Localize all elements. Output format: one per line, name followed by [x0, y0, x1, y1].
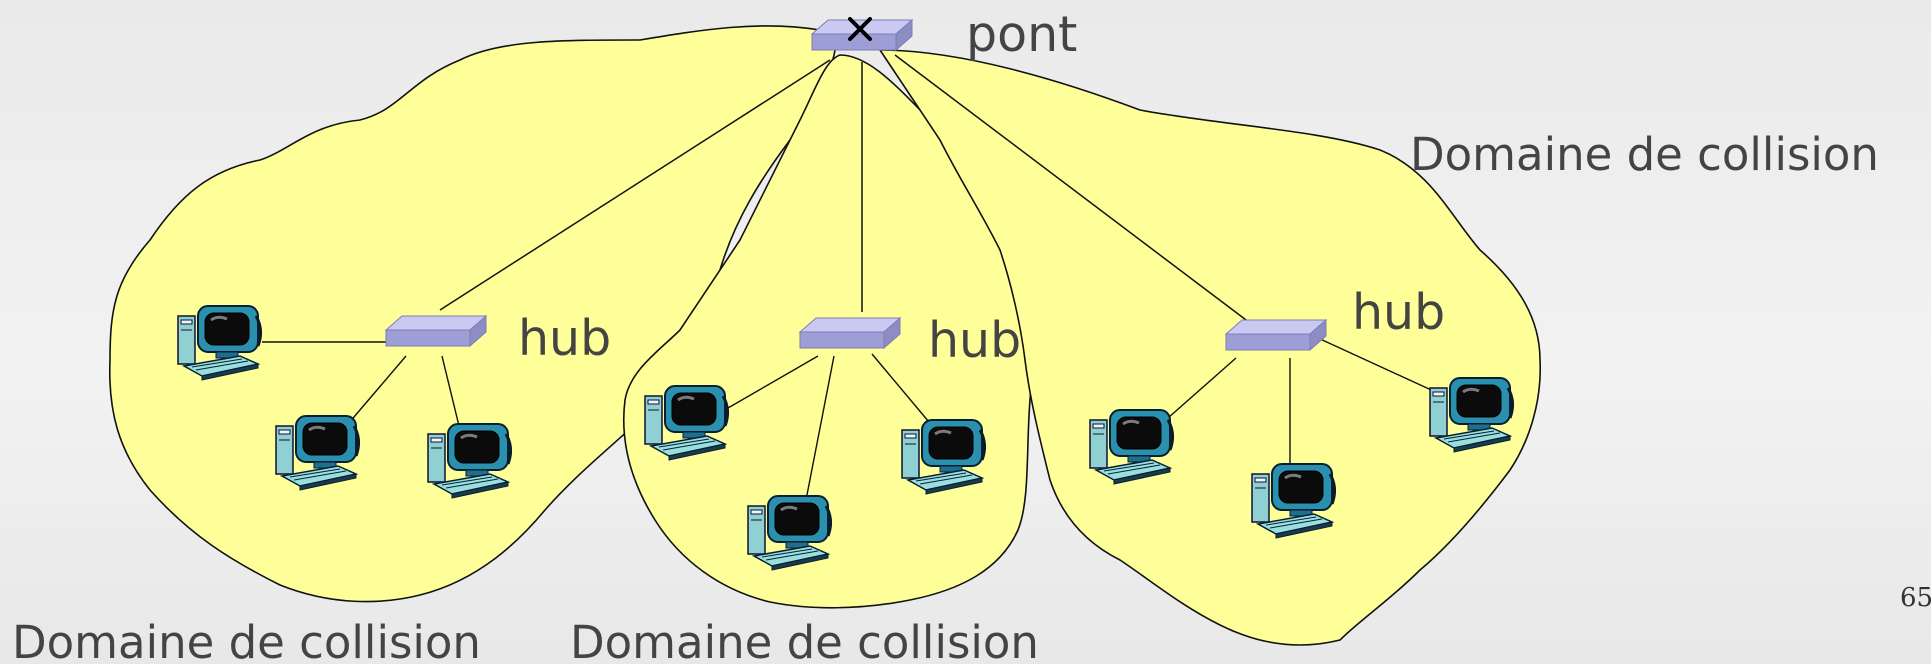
hub-device-left — [385, 315, 487, 347]
bridge-x-icon — [848, 17, 872, 41]
link-hub-middle-pc-1 — [727, 355, 819, 409]
computer-icon — [274, 414, 361, 492]
link-hub-middle-pc-3 — [871, 353, 935, 429]
computer-icon — [643, 384, 730, 462]
collision-domain-label-right: Domaine de collision — [1410, 128, 1879, 181]
hub-label-left: hub — [518, 310, 612, 367]
hub-label-right: hub — [1352, 284, 1446, 341]
bridge-label: pont — [966, 6, 1078, 63]
computer-icon — [1088, 408, 1175, 486]
link-hub-right-pc-3 — [1317, 337, 1441, 395]
hub-device-right — [1225, 319, 1327, 351]
bridge-device — [811, 17, 913, 51]
link-hub-middle-pc-2 — [805, 355, 835, 501]
page-number: 65 — [1900, 583, 1931, 613]
computer-icon — [426, 422, 513, 500]
computer-icon — [1250, 462, 1337, 540]
link-bridge-hub-right — [894, 54, 1263, 333]
computer-icon — [1428, 376, 1515, 454]
computer-icon — [746, 494, 833, 572]
hub-label-middle: hub — [928, 312, 1022, 369]
hub-device-middle — [799, 317, 901, 349]
collision-domain-label-left: Domaine de collision — [12, 616, 481, 664]
link-bridge-hub-left — [439, 59, 831, 311]
link-hub-left-pc-3 — [441, 355, 461, 431]
computer-icon — [176, 304, 263, 382]
computer-icon — [900, 418, 987, 496]
link-hub-left-pc-2 — [347, 355, 407, 425]
collision-domain-right — [878, 49, 1542, 646]
collision-domain-label-middle: Domaine de collision — [570, 616, 1039, 664]
link-hub-right-pc-1 — [1167, 357, 1237, 419]
